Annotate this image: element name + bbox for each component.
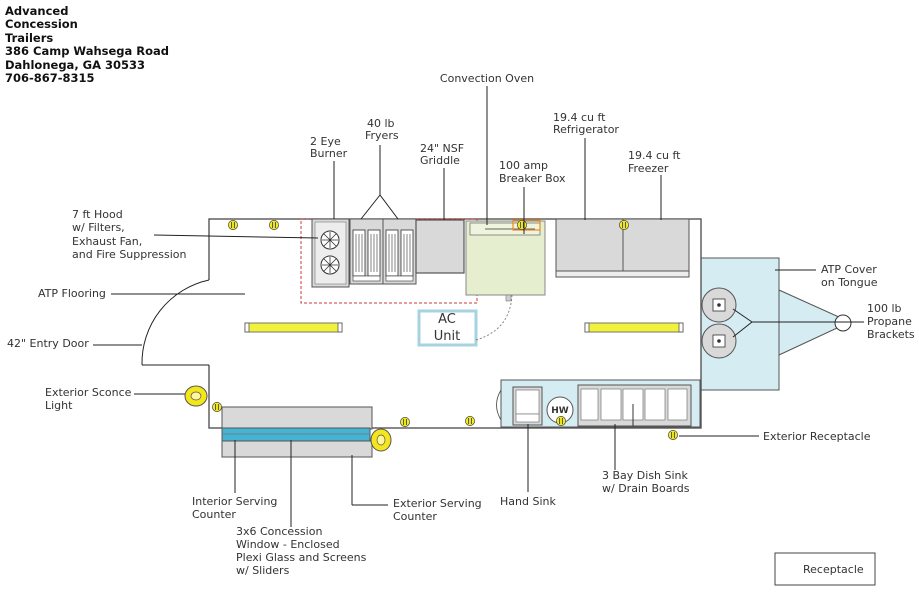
company-name-line-3: Trailers	[5, 30, 54, 45]
company-header: Advanced Concession Trailers 386 Camp Wa…	[5, 4, 170, 86]
label-freezer-1: 19.4 cu ft	[628, 149, 681, 162]
interior-serving-counter	[221, 406, 373, 430]
label-breaker-2: Breaker Box	[499, 172, 566, 185]
receptacle-3	[516, 219, 528, 231]
water-heater-label: HW	[551, 406, 569, 416]
ac-unit-label-2: Unit	[434, 329, 460, 344]
label-exterior-counter-1: Exterior Serving	[393, 497, 482, 510]
label-griddle-2: Griddle	[420, 154, 460, 167]
label-burner-2: Burner	[310, 147, 348, 160]
label-convection-oven: Convection Oven	[440, 72, 534, 85]
receptacle-4	[618, 219, 630, 231]
receptacle-1	[227, 219, 239, 231]
label-propane-1: 100 lb	[867, 302, 902, 315]
label-fryers-1: 40 lb	[367, 117, 395, 130]
label-entry-door: 42" Entry Door	[7, 337, 89, 350]
label-interior-counter-2: Counter	[192, 508, 236, 521]
griddle	[415, 219, 465, 274]
company-address-2: Dahlonega, GA 30533	[5, 57, 146, 72]
label-refrigerator-2: Refrigerator	[553, 123, 619, 136]
label-dish-sink-2: w/ Drain Boards	[602, 482, 690, 495]
receptacle-9	[667, 429, 679, 441]
tongue-plate	[700, 257, 780, 391]
label-propane-2: Propane	[867, 315, 912, 328]
label-freezer-2: Freezer	[628, 162, 669, 175]
receptacle-2	[268, 219, 280, 231]
label-interior-counter-1: Interior Serving	[192, 495, 277, 508]
company-address-1: 386 Camp Wahsega Road	[5, 44, 170, 59]
entry-door-swing	[141, 279, 210, 366]
label-window-2: Window - Enclosed	[236, 538, 340, 551]
label-griddle-1: 24" NSF	[420, 142, 464, 155]
receptacle-5	[211, 401, 223, 413]
receptacle-6	[399, 416, 411, 428]
label-hood-1: 7 ft Hood	[72, 208, 123, 221]
ceiling-light-1	[244, 322, 343, 333]
label-hood-4: and Fire Suppression	[72, 248, 187, 261]
label-breaker-1: 100 amp	[499, 159, 548, 172]
label-dish-sink-1: 3 Bay Dish Sink	[602, 469, 689, 482]
company-name-line-1: Advanced	[5, 4, 69, 18]
leader-lines	[93, 86, 864, 527]
label-window-4: w/ Sliders	[236, 564, 290, 577]
legend-box	[774, 552, 876, 586]
label-hood-3: Exhaust Fan,	[72, 235, 142, 248]
label-window-1: 3x6 Concession	[236, 525, 322, 538]
label-propane-3: Brackets	[867, 328, 915, 341]
company-name-line-2: Concession	[5, 17, 78, 32]
label-flooring: ATP Flooring	[38, 287, 106, 300]
legend-receptacle-label: Receptacle	[803, 563, 864, 576]
label-hand-sink: Hand Sink	[500, 495, 556, 508]
ac-unit-label-1: AC	[438, 312, 456, 327]
label-burner-1: 2 Eye	[310, 135, 341, 148]
label-atp-cover-2: on Tongue	[821, 276, 878, 289]
label-fryers-2: Fryers	[365, 129, 399, 142]
label-atp-cover-1: ATP Cover	[821, 263, 877, 276]
label-refrigerator-1: 19.4 cu ft	[553, 111, 606, 124]
receptacle-7	[464, 415, 476, 427]
ceiling-light-2	[584, 322, 684, 333]
exterior-serving-counter	[221, 440, 373, 458]
ac-unit	[417, 309, 478, 347]
receptacle-8	[555, 415, 567, 427]
exterior-sconce-2	[370, 428, 392, 452]
label-exterior-receptacle: Exterior Receptacle	[763, 430, 871, 443]
label-sconce-2: Light	[45, 399, 73, 412]
label-hood-2: w/ Filters,	[72, 221, 125, 234]
company-phone: 706-867-8315	[5, 71, 95, 86]
exterior-sconce-1	[184, 385, 208, 407]
label-sconce-1: Exterior Sconce	[45, 386, 132, 399]
label-window-3: Plexi Glass and Screens	[236, 551, 367, 564]
concession-window	[221, 427, 371, 442]
label-exterior-counter-2: Counter	[393, 510, 437, 523]
hitch-coupler	[834, 314, 852, 332]
breaker-box	[512, 219, 541, 231]
